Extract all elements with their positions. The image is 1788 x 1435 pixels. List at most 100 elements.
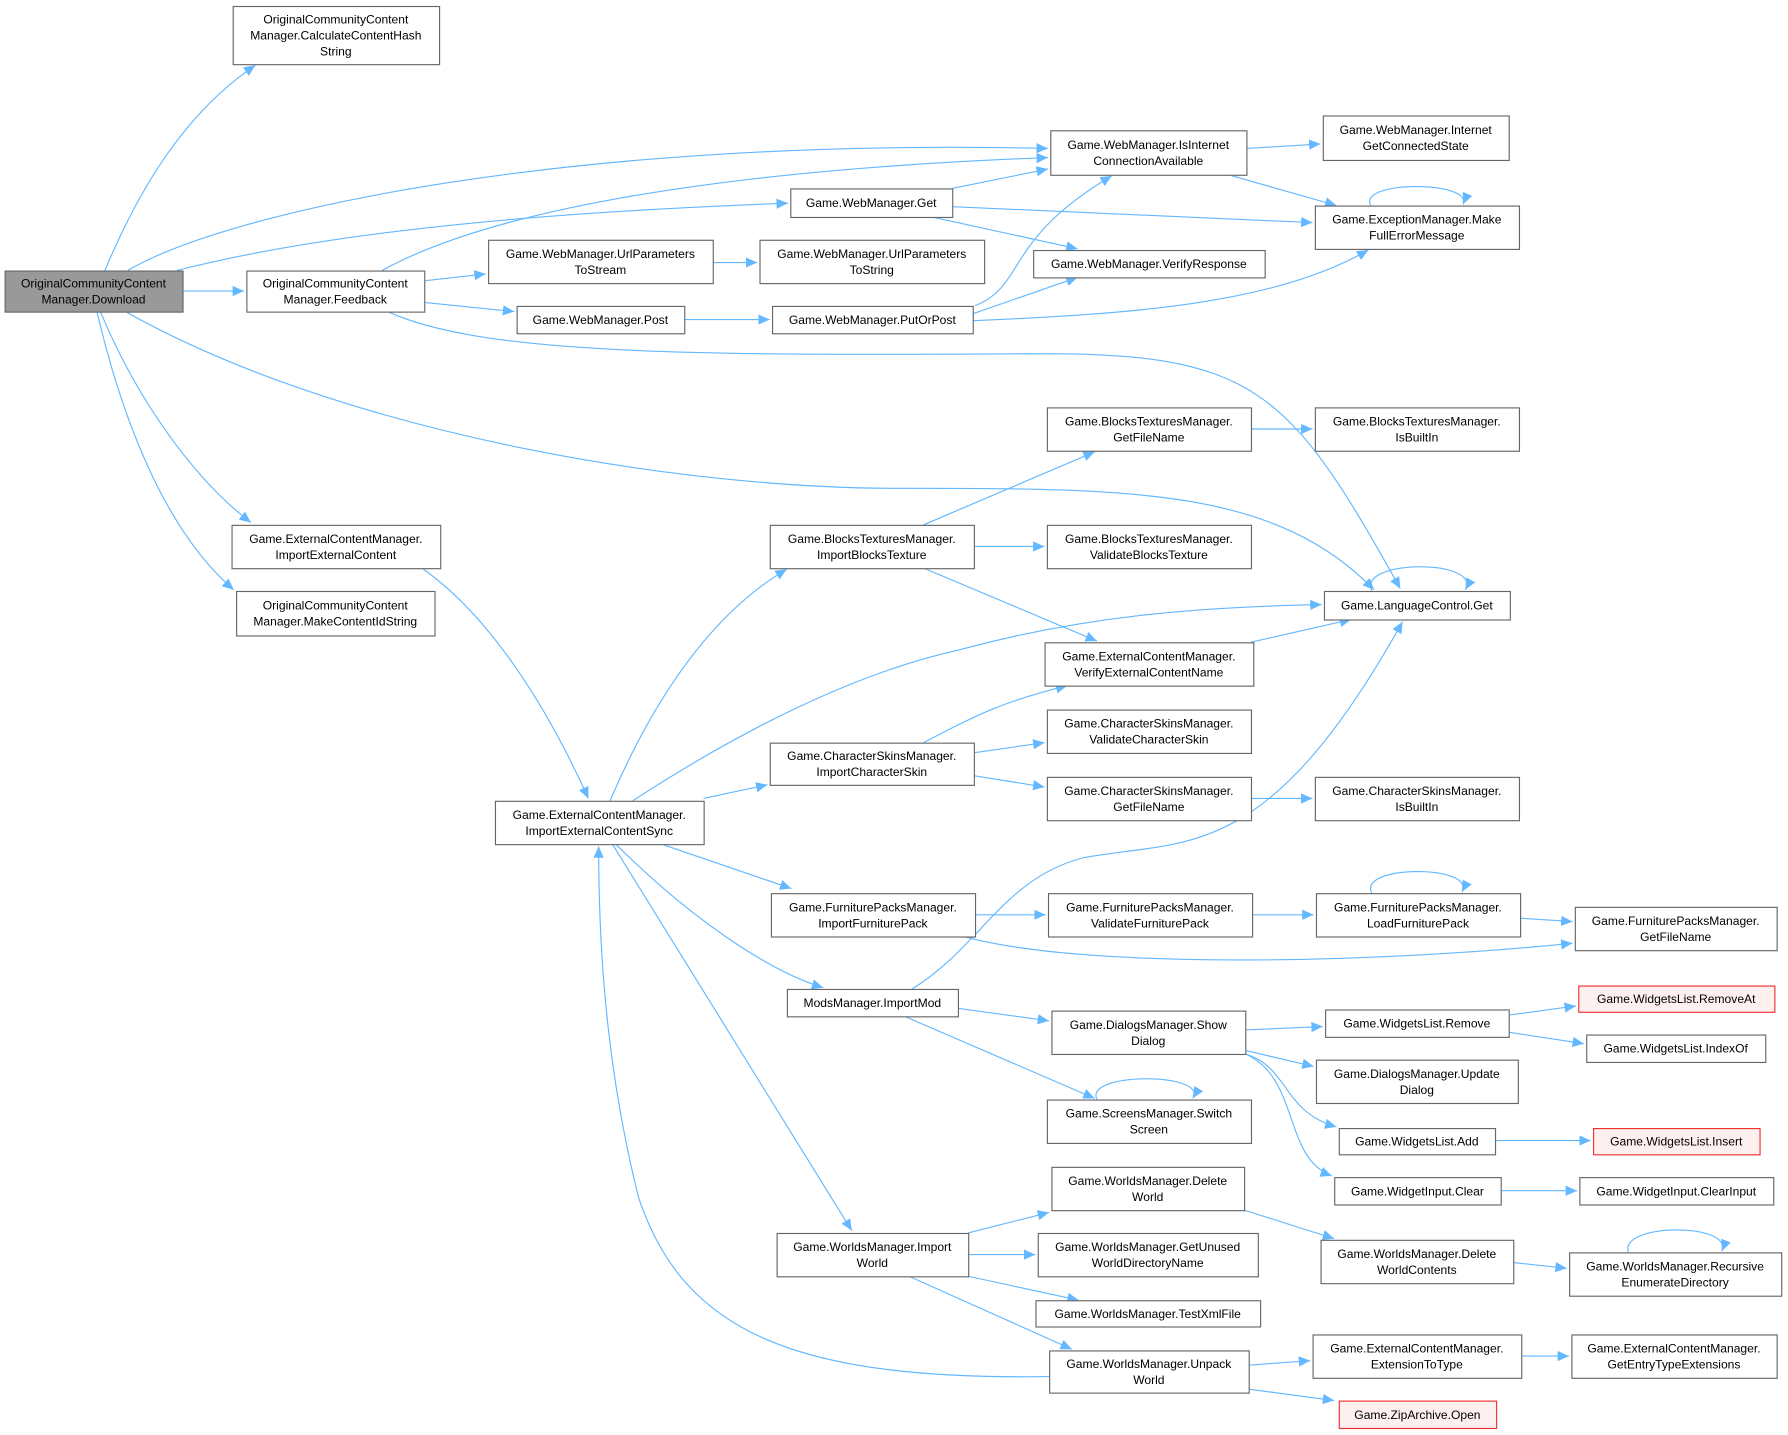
edge-putorpost-to-makefull [972,249,1369,322]
node-box [1051,1010,1247,1056]
node-box [246,270,426,313]
node-verifyresp[interactable]: Game.WebManager.VerifyResponse [1033,249,1266,279]
node-putorpost[interactable]: Game.WebManager.PutOrPost [771,305,974,335]
node-validatebt[interactable]: Game.BlocksTexturesManager.ValidateBlock… [1046,524,1253,570]
node-isinternet[interactable]: Game.WebManager.IsInternetConnectionAvai… [1050,130,1248,176]
node-label: Game.WorldsManager.Delete [1068,1174,1227,1188]
node-label: Game.WidgetsList.IndexOf [1604,1042,1749,1056]
node-label: EnumerateDirectory [1621,1276,1729,1290]
node-label: Game.ExternalContentManager. [513,808,686,822]
edge-deleteworld-to-deletecontents [1243,1209,1335,1241]
node-label: Game.WebManager.PutOrPost [789,313,957,327]
node-importskin[interactable]: Game.CharacterSkinsManager.ImportCharact… [769,742,975,786]
node-importsync[interactable]: Game.ExternalContentManager.ImportExtern… [494,800,705,846]
node-getentry[interactable]: Game.ExternalContentManager.GetEntryType… [1571,1334,1778,1379]
node-wiclear[interactable]: Game.WidgetInput.Clear [1334,1177,1502,1206]
node-testxml[interactable]: Game.WorldsManager.TestXmlFile [1035,1300,1262,1328]
node-skingetfile[interactable]: Game.CharacterSkinsManager.GetFileName [1046,776,1253,822]
node-label: ToStream [575,263,627,277]
node-label: Game.WorldsManager.Unpack [1066,1357,1232,1371]
node-importmod[interactable]: ModsManager.ImportMod [786,988,959,1018]
node-makefull[interactable]: Game.ExceptionManager.MakeFullErrorMessa… [1314,205,1521,250]
node-label: Game.CharacterSkinsManager. [1064,784,1233,798]
node-label: Game.CharacterSkinsManager. [1332,784,1501,798]
node-validateskin[interactable]: Game.CharacterSkinsManager.ValidateChara… [1046,709,1253,754]
node-validatefurn[interactable]: Game.FurniturePacksManager.ValidateFurni… [1047,893,1254,938]
node-box [769,742,975,786]
node-btisbuiltin[interactable]: Game.BlocksTexturesManager.IsBuiltIn [1314,407,1521,452]
node-label: ConnectionAvailable [1093,154,1203,168]
node-importext[interactable]: Game.ExternalContentManager.ImportExtern… [231,524,442,570]
edge-download-to-langget [125,311,1375,591]
edge-feedback-to-urltostream [424,270,486,282]
edge-importskin-to-skingetfile [973,775,1045,791]
node-furngetfile[interactable]: Game.FurniturePacksManager.GetFileName [1574,906,1778,952]
node-calchash[interactable]: OriginalCommunityContentManager.Calculat… [232,5,441,66]
edge-langget-to-langget [1370,566,1476,592]
edge-feedback-to-isinternet [381,152,1048,271]
node-label: Game.CharacterSkinsManager. [787,749,956,763]
node-label: Game.ExternalContentManager. [1587,1342,1760,1356]
node-label: Game.WidgetsList.RemoveAt [1597,992,1756,1006]
node-makeid[interactable]: OriginalCommunityContentManager.MakeCont… [236,590,436,637]
node-label: ImportFurniturePack [818,916,928,930]
edge-importworld-to-unpack [908,1275,1073,1350]
edge-isinternet-to-internetstate [1246,139,1321,150]
node-wlremove[interactable]: Game.WidgetsList.Remove [1325,1009,1510,1038]
node-getunused[interactable]: Game.WorldsManager.GetUnusedWorldDirecto… [1037,1232,1259,1278]
node-label: ValidateFurniturePack [1091,916,1210,930]
node-box [759,239,986,285]
node-btgetfile[interactable]: Game.BlocksTexturesManager.GetFileName [1046,407,1253,452]
node-indexof[interactable]: Game.WidgetsList.IndexOf [1586,1034,1767,1064]
node-insert[interactable]: Game.WidgetsList.Insert [1593,1128,1761,1156]
node-box [494,800,705,846]
node-recursive[interactable]: Game.WorldsManager.RecursiveEnumerateDir… [1569,1252,1783,1297]
node-removeat[interactable]: Game.WidgetsList.RemoveAt [1578,985,1776,1013]
edge-showdialog-to-updatedialog [1245,1049,1314,1069]
node-verifyname[interactable]: Game.ExternalContentManager.VerifyExtern… [1044,642,1255,687]
node-label: OriginalCommunityContent [263,13,409,27]
node-webget[interactable]: Game.WebManager.Get [790,188,954,219]
node-box [1049,1350,1250,1394]
node-loadfurn[interactable]: Game.FurniturePacksManager.LoadFurniture… [1315,893,1522,938]
node-post[interactable]: Game.WebManager.Post [516,305,686,335]
edge-download-to-webget [176,198,788,272]
node-importfurn[interactable]: Game.FurniturePacksManager. ImportFurnitu… [770,893,977,938]
edge-importskin-to-validateskin [973,739,1045,754]
node-label: World [1133,1373,1164,1387]
edge-unpack-to-exttotype [1248,1356,1311,1367]
node-label: Manager.MakeContentIdString [253,615,417,629]
node-langget[interactable]: Game.LanguageControl.Get [1323,590,1511,621]
node-box [1047,893,1254,938]
node-skinbuiltin[interactable]: Game.CharacterSkinsManager.IsBuiltIn [1314,776,1521,822]
node-zipopen[interactable]: Game.ZipArchive.Open [1338,1400,1498,1430]
edge-putorpost-to-verifyresp [972,276,1078,315]
node-internetstate[interactable]: Game.WebManager.InternetGetConnectedStat… [1322,115,1510,162]
node-box [1046,524,1253,570]
node-importbt[interactable]: Game.BlocksTexturesManager.ImportBlocksT… [769,524,975,570]
node-label: Game.ExceptionManager.Make [1332,213,1501,227]
edge-importmod-to-switchscreen [904,1015,1095,1099]
node-box [1334,1177,1502,1206]
node-wladd[interactable]: Game.WidgetsList.Add [1338,1128,1497,1156]
node-exttotype[interactable]: Game.ExternalContentManager.ExtensionToT… [1312,1334,1523,1379]
node-label: Game.FurniturePacksManager. [789,900,957,914]
node-label: Game.WorldsManager.GetUnused [1055,1240,1240,1254]
node-box [1314,205,1521,250]
node-clearinput[interactable]: Game.WidgetInput.ClearInput [1579,1177,1775,1206]
edge-feedback-to-post [424,301,515,316]
node-box [1571,1334,1778,1379]
edge-importsync-to-importfurn [661,843,792,890]
edge-switchscreen-to-switchscreen [1095,1078,1204,1100]
